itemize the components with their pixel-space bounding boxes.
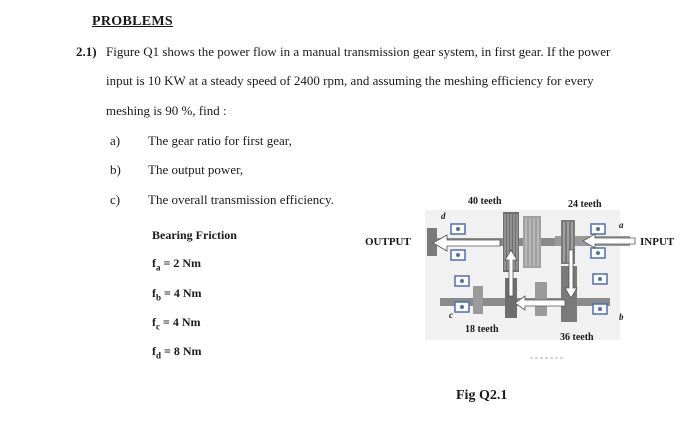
bearing-c	[454, 275, 470, 287]
counter-arrow	[514, 295, 566, 311]
bearing-friction-title: Bearing Friction	[152, 228, 237, 242]
power-flow-arrows	[432, 233, 636, 311]
bearing-c-lower	[454, 301, 470, 313]
gearbox-diagram	[425, 210, 636, 359]
up-arrow	[504, 249, 518, 297]
question-text-line-3: meshing is 90 %, find :	[106, 103, 227, 118]
friction-c: fc = 4 Nm	[152, 315, 201, 331]
friction-a-symbol: f	[152, 256, 156, 270]
equals-sign: =	[164, 344, 174, 358]
subquestion-b-label: b)	[110, 162, 121, 177]
input-arrow	[582, 233, 636, 249]
friction-d-value: 8 Nm	[173, 344, 202, 358]
bearing-b	[592, 273, 608, 285]
input-label: INPUT	[640, 236, 675, 248]
figure-caption: Fig Q2.1	[456, 388, 508, 403]
friction-b-symbol: f	[152, 286, 156, 300]
friction-a-subscript: a	[156, 262, 161, 273]
synchronizer-hatching	[525, 218, 539, 266]
bearing-b-lower	[592, 303, 608, 315]
counter-gear	[535, 282, 547, 316]
teeth-label-18: 18 teeth	[465, 324, 499, 335]
friction-a: fa = 2 Nm	[152, 256, 201, 272]
bearing-a	[590, 223, 606, 235]
friction-d: fd = 8 Nm	[152, 344, 202, 360]
equals-sign: =	[164, 286, 174, 300]
friction-d-symbol: f	[152, 344, 156, 358]
bearing-d	[450, 223, 466, 235]
bearing-a-lower	[590, 247, 606, 259]
teeth-label-36: 36 teeth	[560, 332, 594, 343]
friction-c-subscript: c	[156, 321, 160, 332]
subquestion-c-label: c)	[110, 192, 121, 207]
friction-b: fb = 4 Nm	[152, 286, 202, 302]
gear-18-teeth	[505, 278, 517, 318]
bearing-a-label: a	[619, 220, 624, 230]
question-number: 2.1)	[76, 44, 97, 59]
subquestion-a-text: The gear ratio for first gear,	[148, 133, 292, 148]
teeth-label-40: 40 teeth	[468, 196, 502, 207]
teeth-label-24: 24 teeth	[568, 199, 602, 210]
question-text-line-1: Figure Q1 shows the power flow in a manu…	[106, 44, 611, 59]
subquestion-a-label: a)	[110, 133, 121, 148]
friction-a-value: 2 Nm	[173, 256, 202, 270]
subquestion-c-text: The overall transmission efficiency.	[148, 192, 334, 207]
output-flange	[427, 228, 437, 256]
synchronizer	[523, 216, 541, 268]
friction-b-subscript: b	[156, 292, 162, 303]
friction-b-value: 4 Nm	[173, 286, 202, 300]
down-arrow	[564, 249, 578, 299]
page-heading: PROBLEMS	[92, 14, 173, 29]
counter-gear	[473, 286, 483, 314]
friction-c-symbol: f	[152, 315, 156, 329]
equals-sign: =	[163, 256, 174, 270]
subquestion-b-text: The output power,	[148, 162, 244, 177]
question-text-line-2: input is 10 KW at a steady speed of 2400…	[106, 73, 594, 88]
friction-c-value: 4 Nm	[172, 315, 201, 329]
bearing-d-lower	[450, 249, 466, 261]
friction-d-subscript: d	[156, 350, 162, 361]
equals-sign: =	[163, 315, 173, 329]
output-label: OUTPUT	[365, 236, 411, 248]
output-arrow	[432, 234, 501, 252]
bearing-d-label: d	[441, 211, 446, 221]
bearing-b-label: b	[619, 312, 624, 322]
bearing-c-label: c	[449, 310, 453, 320]
